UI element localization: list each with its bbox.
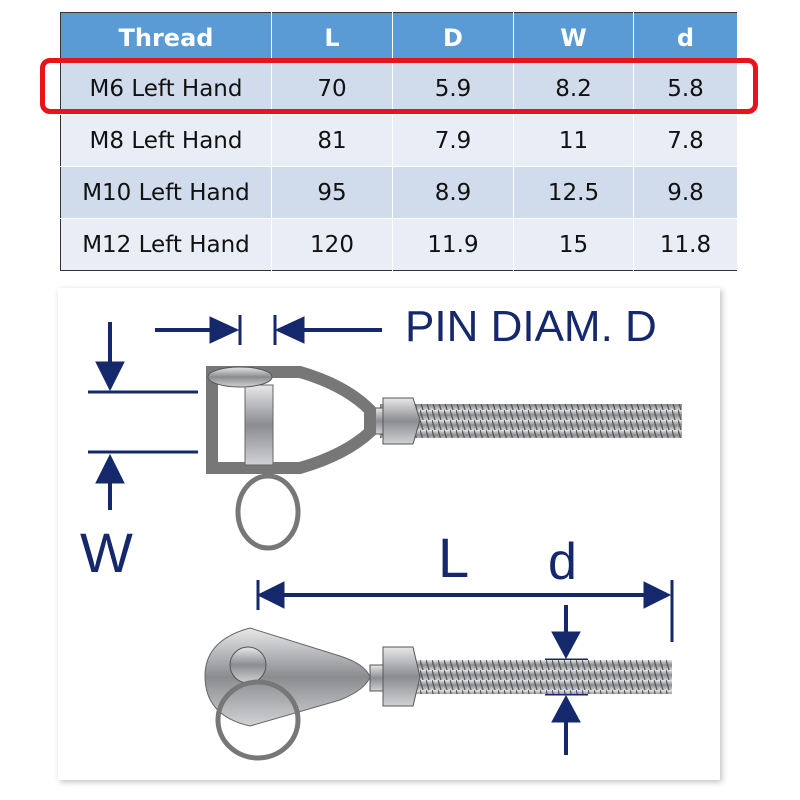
cell: 120 [271, 218, 393, 271]
header-D: D [392, 12, 514, 63]
pin-diameter-label: PIN DIAM. D [405, 302, 657, 351]
cell: 7.8 [633, 114, 738, 167]
cell: 12.5 [513, 166, 634, 219]
cell: 70 [271, 62, 393, 115]
header-thread: Thread [60, 12, 272, 63]
cell: 11.9 [392, 218, 514, 271]
header-l: L [271, 12, 393, 63]
cell: 5.8 [633, 62, 738, 115]
l-label: L [438, 526, 470, 589]
cell: 7.9 [392, 114, 514, 167]
cell: 9.8 [633, 166, 738, 219]
cell: 8.9 [392, 166, 514, 219]
fitting-side-view [204, 627, 672, 761]
cell: M6 Left Hand [60, 62, 272, 115]
cell: M8 Left Hand [60, 114, 272, 167]
cell: 11.8 [633, 218, 738, 271]
cell: 5.9 [392, 62, 514, 115]
cell: 15 [513, 218, 634, 271]
cell: M12 Left Hand [60, 218, 272, 271]
cell: 95 [271, 166, 393, 219]
w-label: W [80, 521, 133, 584]
cell: 11 [513, 114, 634, 167]
cell: 8.2 [513, 62, 634, 115]
d-label: d [548, 533, 577, 591]
cell: 81 [271, 114, 393, 167]
cell: M10 Left Hand [60, 166, 272, 219]
table-header: Thread L D W d [60, 12, 738, 63]
highlight-box [40, 58, 758, 114]
fitting-top-view [206, 366, 682, 551]
header-d: d [633, 12, 738, 63]
header-w: W [513, 12, 634, 63]
